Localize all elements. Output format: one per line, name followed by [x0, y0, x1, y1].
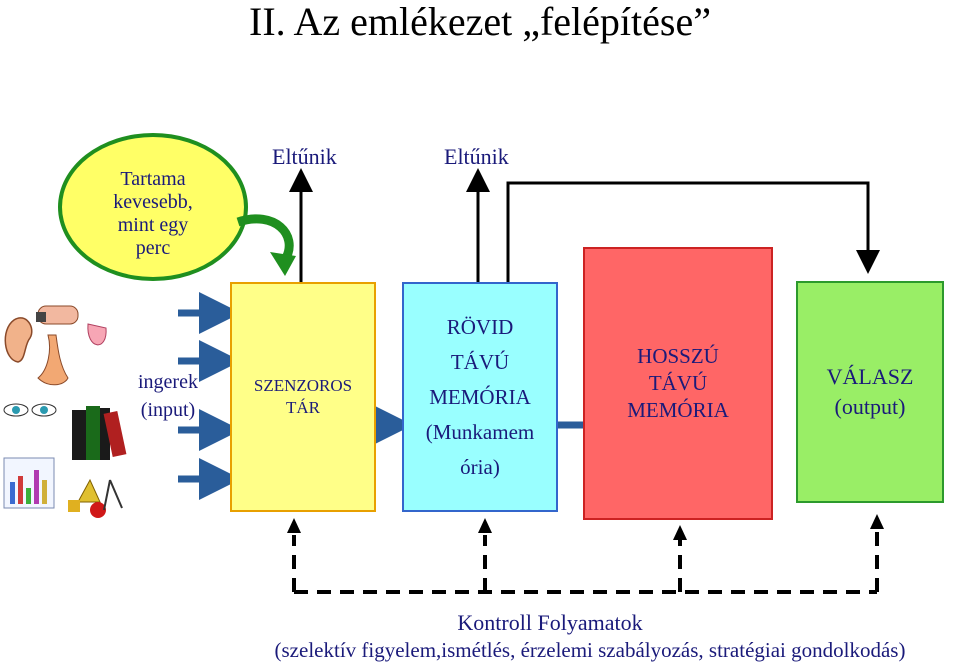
szenzoros-tar-box: SZENZOROS TÁR — [230, 282, 376, 512]
chart-icon — [3, 457, 55, 509]
kontroll-subtitle: (szelektív figyelem,ismétlés, érzelemi s… — [274, 638, 906, 662]
ear-icon — [4, 317, 33, 363]
green-curved-arrow — [236, 214, 294, 261]
box-text: (output) — [834, 394, 906, 419]
box-text: HOSSZÚ — [637, 344, 719, 368]
rovid-tavu-memoria-box: RÖVID TÁVÚ MEMÓRIA (Munkamem ória) — [402, 282, 558, 512]
eyes-icon — [3, 403, 57, 417]
hand-icon — [36, 305, 79, 325]
bubble-line: kevesebb, — [113, 191, 193, 213]
input-label: ingerek (input) — [118, 368, 218, 424]
valasz-box: VÁLASZ (output) — [796, 281, 944, 503]
control-arrowhead — [870, 514, 884, 529]
bubble-line: perc — [135, 237, 171, 259]
input-label-line: (input) — [140, 399, 196, 421]
box-text: VÁLASZ — [826, 364, 914, 389]
kontroll-title: Kontroll Folyamatok — [457, 610, 643, 635]
control-arrowhead — [478, 518, 492, 533]
box-text: RÖVID — [446, 314, 514, 339]
control-arrowhead — [287, 518, 301, 533]
eltunik-label-right: Eltűnik — [444, 144, 509, 169]
bubble-line: Tartama — [120, 168, 186, 190]
nose-icon — [37, 334, 69, 386]
hosszu-tavu-memoria-box: HOSSZÚ TÁVÚ MEMÓRIA — [583, 247, 773, 520]
control-dashed-lines — [292, 530, 879, 594]
geometry-icon — [68, 478, 123, 518]
tongue-icon — [87, 323, 107, 346]
page-title: II. Az emlékezet „felépítése” — [249, 0, 711, 44]
books-icon — [72, 406, 127, 460]
duration-bubble-text: Tartama kevesebb, mint egy perc — [88, 168, 218, 260]
box-text: TÁR — [286, 398, 320, 417]
green-arrowhead — [270, 252, 296, 276]
duration-bubble — [58, 133, 248, 281]
box-text: ória) — [460, 454, 500, 479]
bubble-line: mint egy — [117, 214, 189, 236]
box-text: MEMÓRIA — [627, 398, 729, 422]
input-label-line: ingerek — [138, 371, 198, 393]
output-connector — [506, 181, 880, 282]
box-text: MEMÓRIA — [429, 384, 531, 409]
box-text: SZENZOROS — [253, 376, 353, 395]
control-arrowhead — [673, 525, 687, 540]
box-text: TÁVÚ — [648, 371, 708, 395]
box-text: TÁVÚ — [450, 349, 510, 374]
box-text: (Munkamem — [425, 419, 535, 444]
eltunik-label-left: Eltűnik — [272, 144, 337, 169]
